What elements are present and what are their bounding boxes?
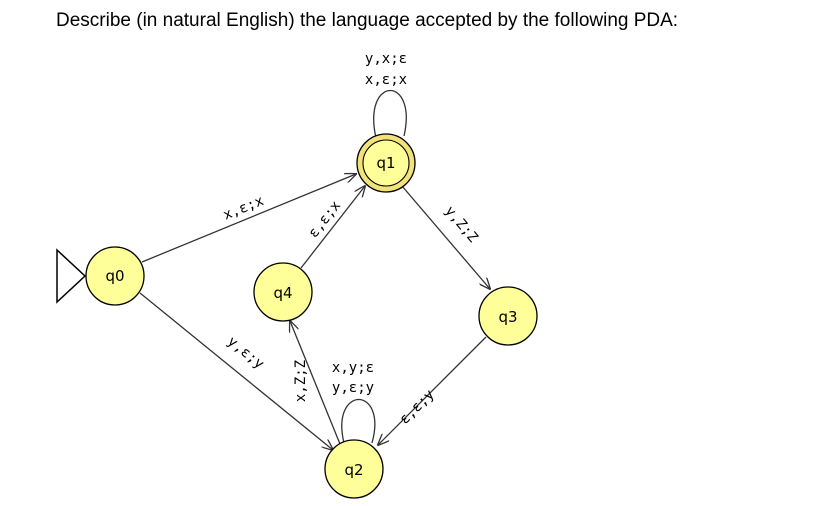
label-q1-self-1: y,x;ε — [365, 51, 407, 67]
edge-q1-q3 — [401, 185, 490, 289]
edge-q0-q1 — [141, 174, 356, 263]
question-text: Describe (in natural English) the langua… — [56, 10, 679, 31]
state-label-q0: q0 — [105, 267, 124, 285]
label-q2-self-1: x,y;ε — [332, 360, 374, 376]
edge-q0-q2 — [139, 292, 333, 450]
edge-q2-self-loop — [342, 398, 376, 444]
state-q3[interactable]: q3 — [478, 286, 538, 346]
label-q1-self-2: x,ε;x — [365, 72, 407, 88]
state-label-q1: q1 — [376, 154, 395, 172]
label-q2-self-2: y,ε;y — [332, 380, 374, 396]
state-q2[interactable]: q2 — [324, 439, 384, 499]
start-state-marker-icon — [56, 248, 87, 304]
state-q0[interactable]: q0 — [85, 246, 145, 306]
label-q0-q1: x,ε;x — [221, 193, 266, 224]
edge-q3-q2 — [378, 336, 487, 445]
edge-q1-self-loop — [374, 89, 407, 138]
edge-q4-q1 — [300, 186, 365, 269]
state-label-q4: q4 — [273, 284, 292, 302]
state-label-q3: q3 — [498, 308, 517, 326]
label-q3-q2: ε,ε;y — [397, 387, 438, 428]
state-q4[interactable]: q4 — [253, 262, 313, 322]
edge-q2-q4 — [290, 321, 341, 445]
label-q2-q4: x,Z;Z — [293, 360, 309, 402]
state-label-q2: q2 — [344, 461, 363, 479]
state-q1-final[interactable]: q1 — [356, 133, 416, 193]
